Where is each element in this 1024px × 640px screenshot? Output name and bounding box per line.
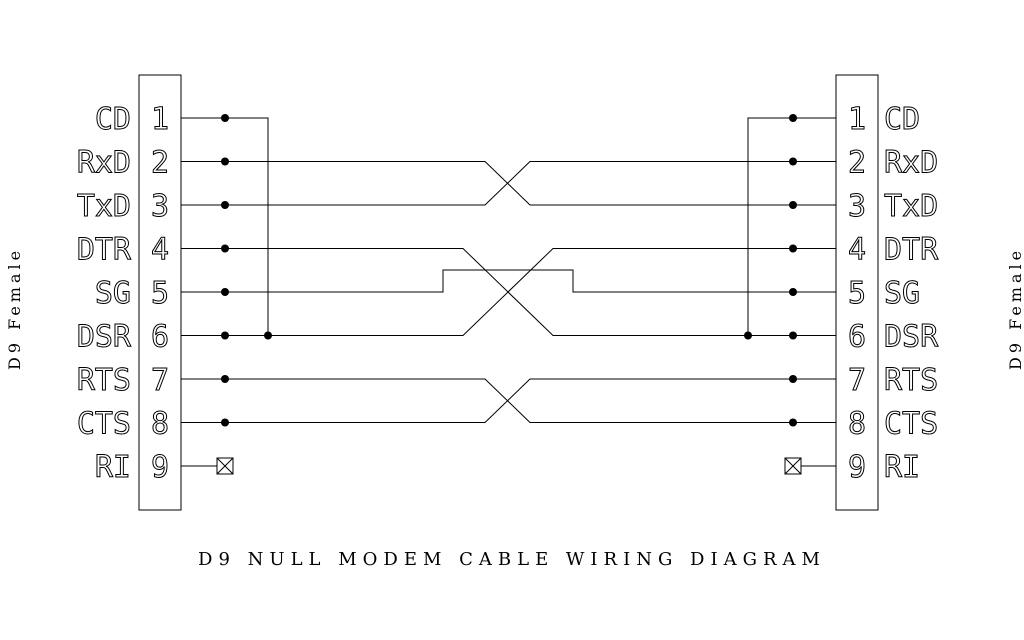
right-pin-number: 2 [848,146,866,181]
right-signal-label: CTS [884,407,938,442]
right-signal-label: SG [884,276,920,311]
left-jumper-dot [264,331,272,340]
left-connector-label: D9 Female [5,247,24,370]
wire-3-2 [181,161,836,206]
right-junction-dot [789,288,797,296]
right-junction-dot [789,375,797,383]
right-signal-label: TxD [884,189,938,224]
left-junction-dot [221,244,229,253]
left-pin-number: 4 [151,233,169,268]
left-junction-dot [221,157,229,166]
right-pin-number: 6 [848,320,866,355]
right-junction-dot [789,201,797,209]
right-junction-dot [789,114,797,122]
right-signal-label: RxD [884,146,938,181]
left-nc-x [216,457,234,475]
left-signal-label: RxD [77,146,131,181]
right-jumper-wire [747,117,836,336]
right-pin-number: 3 [848,189,866,224]
left-signal-label: CD [95,102,131,137]
right-pin-number: 1 [848,102,866,137]
right-jumper-dot [744,331,752,340]
right-connector-body [835,74,879,511]
left-signal-label: SG [95,276,131,311]
right-signal-label: RTS [884,363,938,398]
wire-8-7 [181,378,836,423]
left-signal-label: DTR [77,233,132,268]
left-pin-number: 6 [151,320,169,355]
right-nc-marker [784,457,802,475]
right-pin-number: 5 [848,276,866,311]
left-signal-label: TxD [77,189,131,224]
wire-7-8 [181,378,836,423]
right-junction-dot [789,157,797,166]
left-junction-dot [221,418,229,427]
right-signal-label: CD [884,102,920,137]
left-junction-dot [221,114,229,122]
right-signal-label: DSR [884,320,939,355]
left-connector-body [138,74,182,511]
left-signal-label: DSR [77,320,132,355]
wires-group [181,117,836,475]
right-pin-number: 9 [848,450,866,485]
left-jumper-wire [181,117,269,336]
right-nc-x [784,457,802,475]
left-junction-dot [221,331,229,340]
right-pin-number: 7 [848,363,866,398]
left-signal-label: RI [95,450,131,485]
right-connector-label: D9 Female [1006,247,1024,370]
right-signal-label: RI [884,450,920,485]
wire-2-3 [181,161,836,206]
left-junction-dot [221,288,229,296]
left-pin-number: 3 [151,189,169,224]
right-junction-dot [789,331,797,340]
right-pin-number: 8 [848,407,866,442]
wire-6-4 [181,248,836,336]
left-pin-number: 7 [151,363,169,398]
left-nc-marker [216,457,234,475]
left-pin-number: 8 [151,407,169,442]
right-junction-dot [789,418,797,427]
right-signal-label: DTR [884,233,939,268]
left-pin-number: 1 [151,102,169,137]
wire-5-5 [181,269,836,293]
left-junction-dot [221,375,229,383]
left-signal-label: RTS [77,363,131,398]
left-signal-label: CTS [77,407,131,442]
right-pin-number: 4 [848,233,866,268]
left-pin-number: 9 [151,450,169,485]
left-junction-dot [221,201,229,209]
diagram-title: D9 NULL MODEM CABLE WIRING DIAGRAM [198,549,826,570]
junction-dots-group [221,114,797,427]
right-junction-dot [789,244,797,253]
left-pin-number: 2 [151,146,169,181]
left-pin-number: 5 [151,276,169,311]
